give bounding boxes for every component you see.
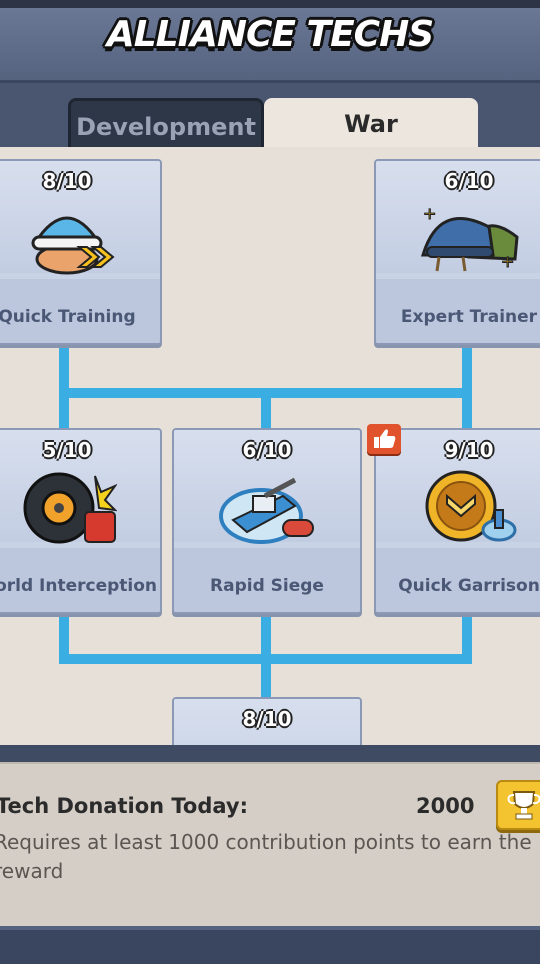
svg-text:+: + — [501, 252, 514, 271]
tire-icon — [23, 472, 117, 544]
connector-line — [59, 342, 69, 402]
tech-tree-board[interactable]: 8/10 Quick Training 6/10 + + Expert Trai… — [0, 147, 540, 745]
donation-description: Requires at least 1000 contribution poin… — [0, 830, 532, 883]
donation-label: Tech Donation Today: — [0, 794, 248, 818]
helmet-speed-icon — [31, 216, 115, 275]
tech-level: 8/10 — [242, 707, 292, 731]
tech-card-quick-garrison[interactable]: 9/10 Quick Garrison — [374, 428, 540, 614]
thumbs-up-icon — [367, 424, 401, 454]
header-bar — [0, 8, 540, 83]
garrison-badge-icon — [425, 470, 517, 542]
connector-line — [462, 342, 472, 402]
donation-value: 2000 — [416, 794, 475, 818]
connector-line — [261, 388, 271, 430]
connector-line — [59, 610, 69, 660]
trophy-reward-button[interactable] — [496, 780, 540, 830]
tech-level: 5/10 — [42, 438, 92, 462]
tech-card-world-interception[interactable]: 5/10 World Interception — [0, 428, 162, 614]
donation-panel: Tech Donation Today: 2000 Requires at le… — [0, 762, 540, 926]
tech-level: 8/10 — [42, 169, 92, 193]
page-title: ALLIANCE TECHS — [106, 14, 434, 55]
tire-icon — [217, 735, 317, 745]
tech-level: 6/10 — [444, 169, 494, 193]
tech-card-partial[interactable]: 8/10 — [172, 697, 362, 745]
tech-card-quick-training[interactable]: 8/10 Quick Training — [0, 159, 162, 345]
tech-name: Expert Trainer — [400, 307, 538, 327]
tech-name: World Interception — [0, 576, 158, 596]
helmets-icon: + + — [420, 204, 519, 272]
trophy-icon — [507, 791, 540, 820]
tech-level: 9/10 — [444, 438, 494, 462]
tab-war[interactable]: War — [264, 98, 478, 148]
connector-line — [462, 388, 472, 430]
top-strip — [0, 0, 540, 8]
tech-card-rapid-siege[interactable]: 6/10 Rapid Siege — [172, 428, 362, 614]
connector-line — [59, 654, 472, 664]
svg-text:+: + — [423, 204, 436, 223]
siege-boat-icon — [219, 477, 314, 544]
tech-name: Rapid Siege — [210, 576, 324, 596]
tech-name: Quick Training — [0, 307, 136, 327]
tech-level: 6/10 — [242, 438, 292, 462]
tech-name: Quick Garrison — [398, 576, 540, 596]
tech-card-expert-trainer[interactable]: 6/10 + + Expert Trainer — [374, 159, 540, 345]
connector-line — [462, 610, 472, 660]
bottom-bar — [0, 926, 540, 964]
connector-line — [59, 388, 69, 430]
tab-development[interactable]: Development — [68, 98, 264, 151]
